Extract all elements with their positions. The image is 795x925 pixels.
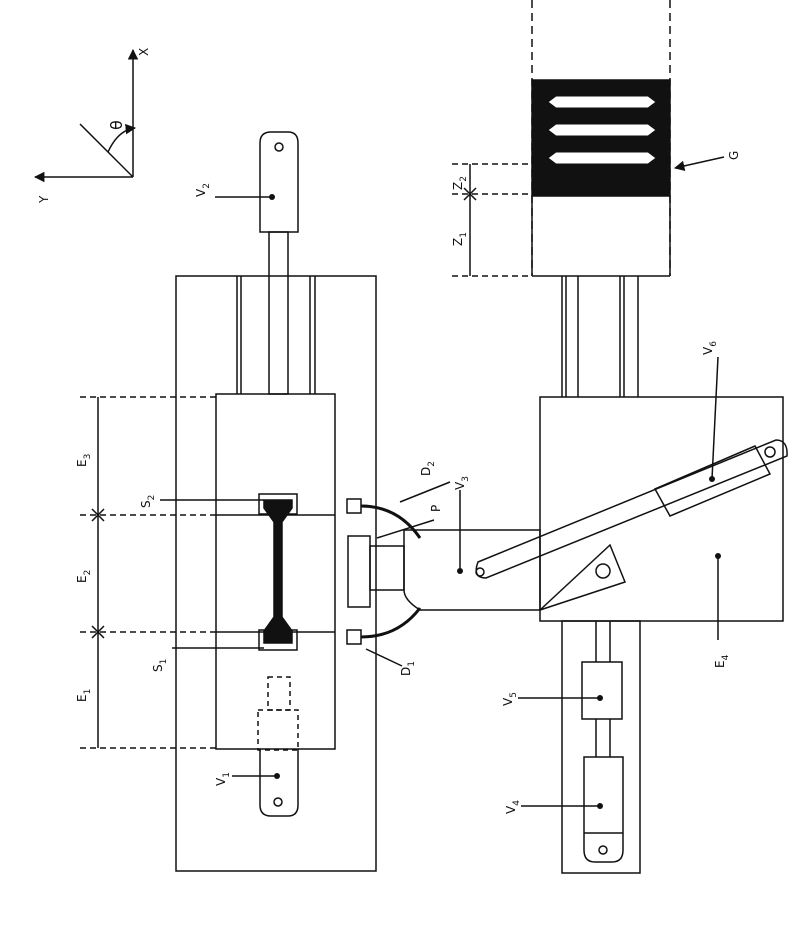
label-s2: S2	[139, 495, 157, 508]
v2-cylinder-rod	[268, 231, 289, 395]
v6-cylinder	[653, 445, 772, 517]
v3-arm	[403, 529, 541, 611]
v4-pivot-hole	[598, 845, 608, 855]
label-v1: V1	[214, 772, 232, 786]
axis-x-label: X	[137, 48, 151, 56]
dimension-z	[452, 163, 532, 277]
plate-pivot-hole	[595, 563, 611, 579]
label-v2: V2	[194, 183, 212, 197]
label-v6: V6	[701, 341, 719, 355]
leader-lines	[160, 156, 725, 807]
label-v3: V3	[453, 476, 471, 490]
v6-lever	[475, 439, 788, 579]
marker-dots	[269, 194, 721, 809]
label-e3: E3	[75, 454, 93, 467]
probe-p-inner	[369, 545, 405, 591]
v1-ghost-body	[257, 709, 299, 751]
label-p: P	[429, 505, 443, 512]
axis-y-label: Y	[37, 195, 51, 204]
v3-pivot-plate	[539, 543, 626, 611]
block-e4	[539, 396, 784, 622]
label-g: G	[727, 151, 741, 160]
dimension-e	[80, 396, 216, 749]
d2-cable	[360, 504, 422, 539]
label-e2: E2	[75, 570, 93, 583]
v1-ghost-rod	[267, 676, 291, 711]
label-d2: D2	[419, 461, 437, 476]
specimen	[263, 499, 293, 644]
label-v4: V4	[504, 800, 522, 814]
lower-right-base	[561, 620, 641, 874]
axis-theta-label: θ	[107, 120, 126, 130]
v5-cylinder	[581, 661, 623, 720]
lever-top-hole	[764, 446, 776, 458]
v2-cylinder-body	[259, 131, 299, 233]
lever-end-hole	[475, 567, 485, 577]
v1-cylinder-body	[259, 749, 299, 817]
label-d1: D1	[399, 661, 417, 676]
label-z2: Z2	[451, 176, 469, 190]
d1-cable	[360, 607, 422, 639]
axes-group	[33, 48, 139, 183]
label-e1: E1	[75, 689, 93, 702]
v4-cylinder-body	[583, 756, 624, 863]
label-s1: S1	[151, 659, 169, 672]
v1-pivot-hole	[273, 797, 283, 807]
v2-pivot-hole	[274, 142, 284, 152]
probe-p-outer	[347, 535, 371, 608]
labels: X Y θ V2 V1 S2 S1 E3 E2 E1 D2 D1 P V3 Z2…	[37, 48, 741, 814]
theta-arc	[107, 123, 137, 153]
label-e4: E4	[713, 654, 731, 668]
sensor-d1	[346, 629, 362, 645]
label-z1: Z1	[451, 232, 469, 246]
label-v5: V5	[501, 692, 519, 706]
theta-line	[79, 123, 134, 178]
sensor-d2	[346, 498, 362, 514]
left-base-plate	[175, 275, 377, 872]
